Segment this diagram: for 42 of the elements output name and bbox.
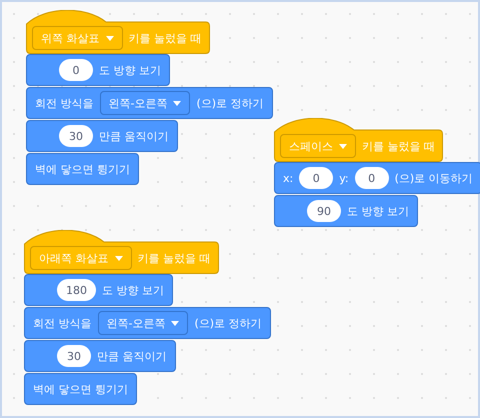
block-label: 벽에 닿으면 튕기기 (35, 162, 130, 176)
number-input: 180 (57, 279, 96, 301)
block-label: 키를 눌렀을 때 (362, 138, 435, 154)
block-label: 키를 눌렀을 때 (128, 30, 202, 46)
motion-block (24, 340, 176, 372)
block-label: 키를 눌렀을 때 (138, 250, 210, 266)
block-label: (으)로 정하기 (194, 316, 262, 330)
dropdown-menu: 왼쪽-오른쪽 (98, 311, 188, 335)
dropdown-menu: 아래쪽 화살표 (30, 246, 132, 270)
block-label: 벽에 닿으면 튕기기 (33, 382, 128, 396)
motion-block (24, 307, 271, 339)
event-hat-block (26, 10, 210, 54)
motion-block (26, 87, 273, 119)
block-label: 도 방향 보기 (347, 204, 409, 218)
motion-block (24, 373, 137, 405)
number-input: 30 (57, 345, 91, 367)
event-hat-block (24, 230, 218, 274)
number-input: 0 (354, 167, 389, 189)
number-input: 0 (59, 59, 93, 81)
motion-block (274, 162, 480, 194)
block-label: (으)로 이동하기 (394, 170, 473, 186)
number-input: 90 (307, 200, 341, 222)
number-input: 0 (299, 167, 334, 189)
block-label: 회전 방식을 (35, 96, 94, 110)
block-label: x: (283, 172, 294, 184)
dropdown-menu: 위쪽 화살표 (32, 26, 122, 50)
block-label: 만큼 움직이기 (99, 128, 168, 144)
dropdown-menu: 왼쪽-오른쪽 (100, 91, 190, 115)
block-label: (으)로 정하기 (196, 96, 264, 110)
event-hat-block (274, 118, 443, 162)
block-label: 회전 방식을 (33, 316, 92, 330)
motion-block (26, 120, 178, 152)
motion-block (274, 195, 418, 227)
block-label: 도 방향 보기 (102, 282, 164, 298)
motion-block (26, 54, 170, 86)
number-input: 30 (59, 125, 93, 147)
dropdown-menu: 스페이스 (280, 134, 356, 158)
motion-block (26, 153, 139, 185)
block-label: 만큼 움직이기 (97, 348, 166, 364)
block-label: y: (339, 172, 349, 184)
block-label: 도 방향 보기 (99, 62, 161, 78)
motion-block (24, 274, 173, 306)
